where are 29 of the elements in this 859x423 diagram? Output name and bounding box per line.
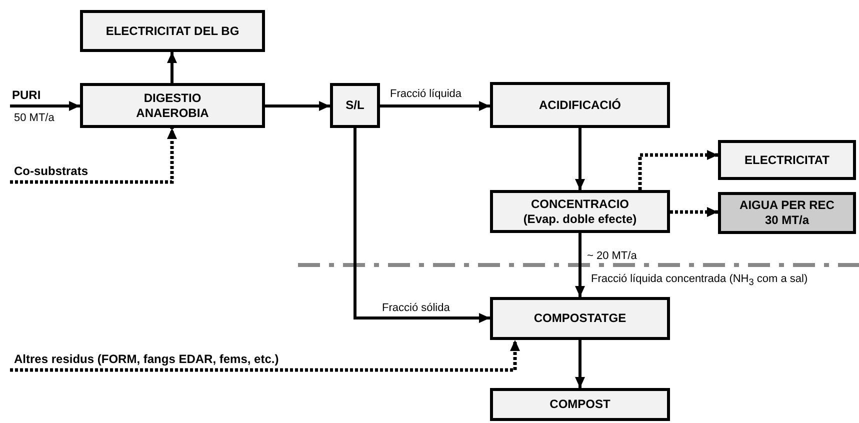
process-box: ELECTRICITAT xyxy=(718,140,856,180)
arrow xyxy=(167,52,177,83)
dotted-arrow xyxy=(10,340,520,372)
arrow xyxy=(575,233,585,297)
arrow xyxy=(575,128,585,190)
flow-note: 50 MT/a xyxy=(14,112,54,124)
edge-label: Altres residus (FORM, fangs EDAR, fems, etc.) xyxy=(14,352,279,366)
flow-note: Fracció líquida concentrada (NH$_{3}$ com a sal) xyxy=(591,273,808,288)
arrow xyxy=(354,128,490,323)
arrow xyxy=(575,340,585,388)
arrow xyxy=(10,101,80,111)
process-box: DIGESTIO ANAEROBIA xyxy=(80,83,265,128)
process-box: AIGUA PER REC 30 MT/a xyxy=(718,192,856,234)
arrow xyxy=(265,101,330,111)
process-box: S/L xyxy=(330,83,380,128)
process-box: CONCENTRACIO (Evap. doble efecte) xyxy=(490,190,670,233)
dotted-arrow xyxy=(670,207,718,217)
dotted-arrow xyxy=(638,150,718,190)
edge-label: Fracció líquida xyxy=(390,88,462,100)
edge-label: ~ 20 MT/a xyxy=(587,250,637,262)
edge-label: PURI xyxy=(12,88,41,102)
dotted-arrow xyxy=(10,128,177,184)
process-box: ACIDIFICACIÓ xyxy=(490,82,670,128)
process-box: COMPOST xyxy=(490,388,670,421)
edge-label: Co-substrats xyxy=(14,164,88,178)
process-box: ELECTRICITAT DEL BG xyxy=(80,10,265,52)
arrow xyxy=(380,101,490,111)
process-box: COMPOSTATGE xyxy=(490,297,670,340)
edge-label: Fracció sólida xyxy=(382,302,450,314)
